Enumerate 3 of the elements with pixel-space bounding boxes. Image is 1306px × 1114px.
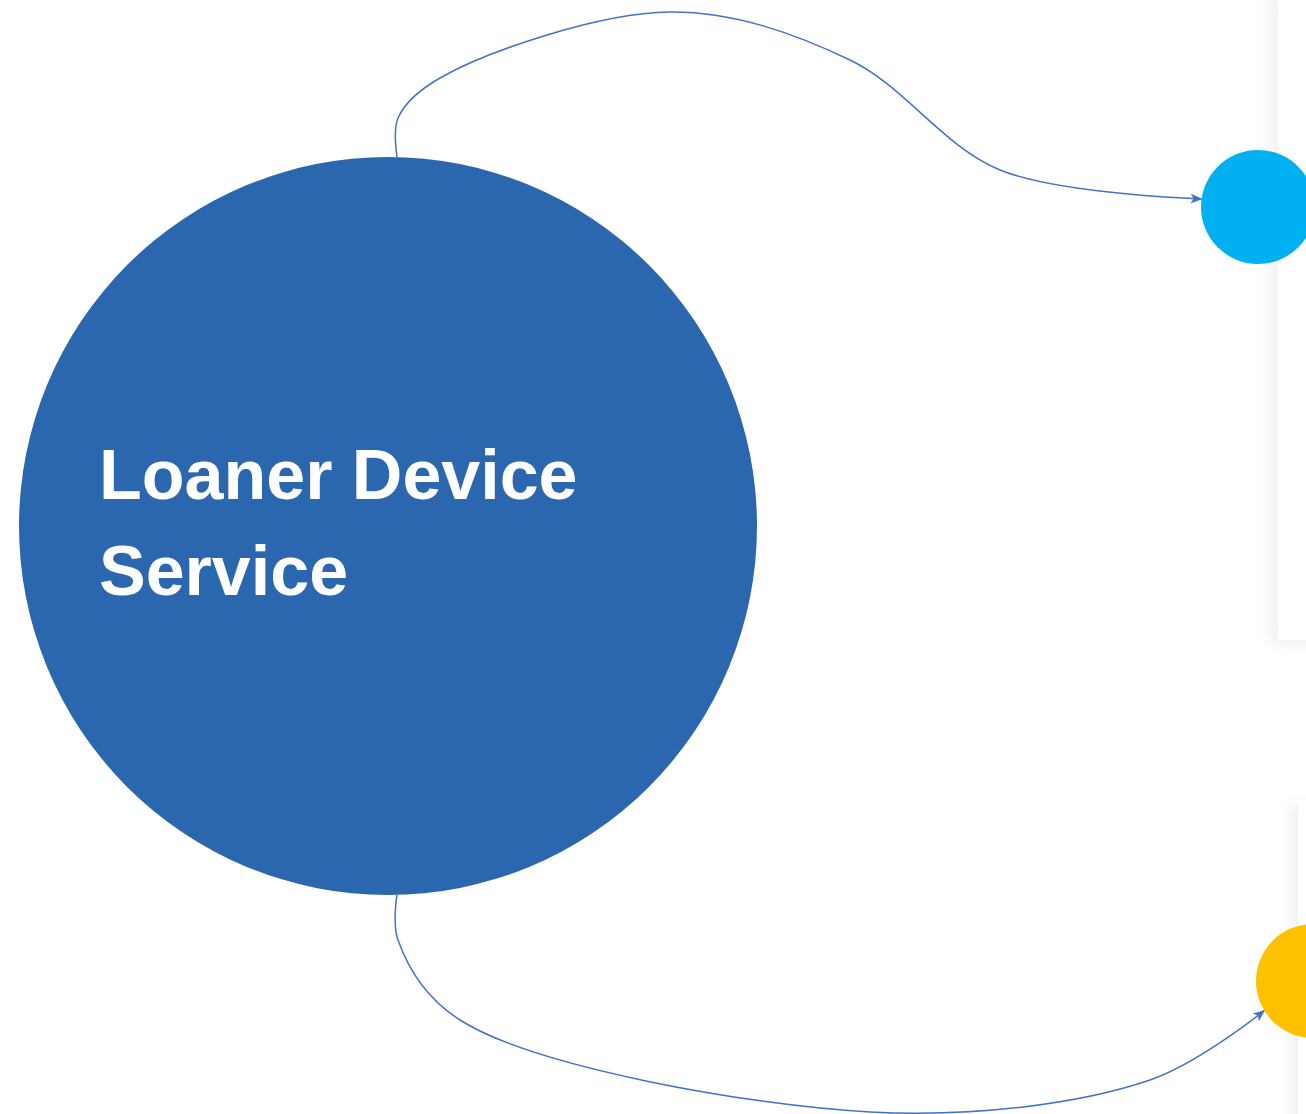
node-label: Loaner Device Service [99,435,579,612]
arrow [394,894,1266,1114]
arrow [394,11,1203,204]
